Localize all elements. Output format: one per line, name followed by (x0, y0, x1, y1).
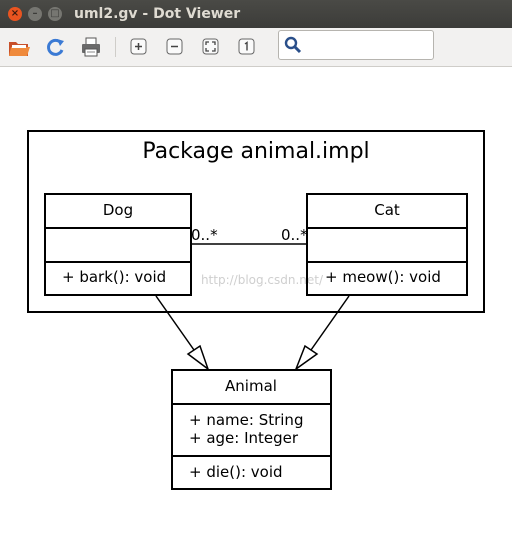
print-button[interactable] (80, 36, 102, 58)
print-icon (82, 37, 100, 57)
zoom-100-button[interactable] (236, 36, 258, 58)
toolbar-separator (115, 37, 116, 57)
class-name: Dog (103, 201, 133, 219)
class-attribute: + age: Integer (189, 429, 299, 447)
window-title: uml2.gv - Dot Viewer (74, 6, 241, 22)
zoom-in-button[interactable] (128, 36, 150, 58)
open-folder-icon (9, 42, 30, 56)
window-close-button[interactable]: × (8, 7, 22, 21)
search-field[interactable] (278, 30, 434, 60)
graph-canvas[interactable]: Package animal.impl http://blog.csdn.net… (0, 67, 512, 540)
multiplicity-dog: 0..* (191, 226, 218, 244)
uml-diagram: Package animal.impl http://blog.csdn.net… (27, 130, 485, 490)
toolbar (0, 28, 512, 67)
reload-button[interactable] (44, 36, 66, 58)
class-operation: + bark(): void (62, 268, 166, 286)
class-attribute: + name: String (189, 411, 303, 429)
window-maximize-button[interactable]: □ (48, 7, 62, 21)
reload-icon (47, 38, 64, 56)
class-operation: + meow(): void (325, 268, 441, 286)
window-titlebar: × – □ uml2.gv - Dot Viewer (0, 0, 512, 28)
window-minimize-button[interactable]: – (28, 7, 42, 21)
class-operation: + die(): void (189, 463, 283, 481)
multiplicity-cat: 0..* (281, 226, 308, 244)
search-icon (284, 36, 302, 54)
package-box[interactable] (27, 130, 485, 313)
class-dog[interactable]: Dog + bark(): void (44, 193, 192, 296)
package-title: Package animal.impl (142, 139, 369, 164)
class-name: Cat (374, 201, 400, 219)
zoom-in-icon (130, 38, 147, 55)
zoom-fit-button[interactable] (200, 36, 222, 58)
zoom-100-icon (238, 38, 255, 55)
open-folder-button[interactable] (8, 36, 30, 58)
class-cat[interactable]: Cat + meow(): void (306, 193, 468, 296)
watermark-text: http://blog.csdn.net/ (201, 273, 324, 287)
generalization-dog-animal[interactable] (155, 295, 210, 372)
generalization-cat-animal[interactable] (294, 295, 350, 372)
zoom-out-icon (166, 38, 183, 55)
zoom-fit-icon (202, 38, 219, 55)
zoom-out-button[interactable] (164, 36, 186, 58)
class-animal[interactable]: Animal + name: String + age: Integer + d… (171, 369, 332, 490)
class-name: Animal (225, 377, 277, 395)
search-input[interactable] (305, 35, 431, 57)
